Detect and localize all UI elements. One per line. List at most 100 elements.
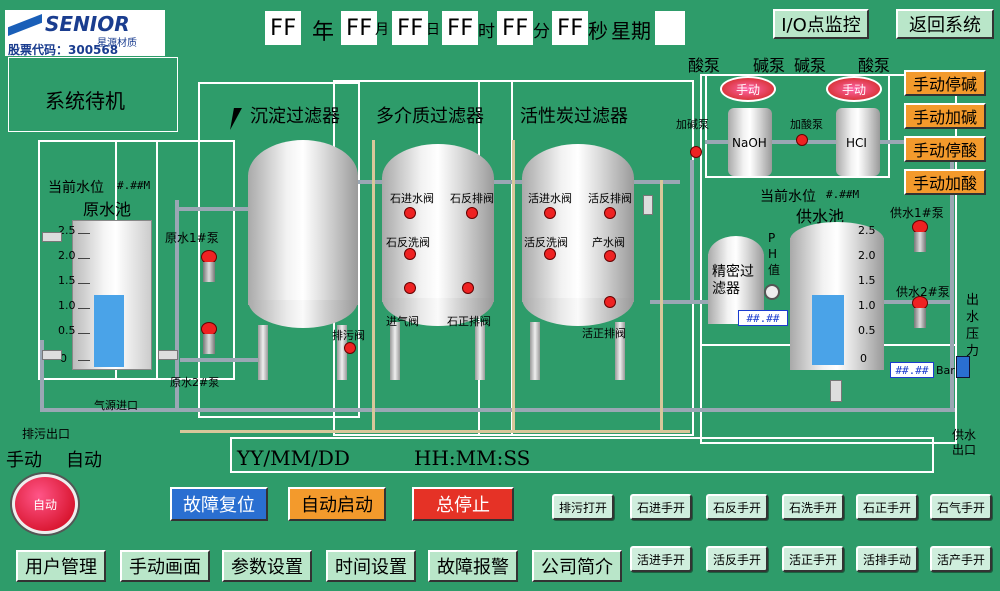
base-manual-badge[interactable]: 手动: [720, 76, 776, 102]
supply-pump2[interactable]: [910, 296, 930, 330]
manual-carbon-back-button[interactable]: 活反手开: [706, 546, 768, 572]
stone-back-valve[interactable]: [466, 207, 478, 219]
supply-tank-water: [812, 295, 844, 365]
manual-carbon-pos-button[interactable]: 活正手开: [782, 546, 844, 572]
nav-user-management[interactable]: 用户管理: [16, 550, 106, 582]
back-to-system-button[interactable]: 返回系统: [896, 9, 994, 39]
manual-drain-open-button[interactable]: 排污打开: [552, 494, 614, 520]
minute-field: FF: [497, 11, 533, 45]
outlet-pressure-value: ##.##: [890, 362, 934, 378]
manual-stone-back-button[interactable]: 石反手开: [706, 494, 768, 520]
carbon-wash-valve-label: 活反洗阀: [524, 236, 568, 249]
day-label: 日: [426, 22, 440, 38]
supply-scale-15: 1.5: [858, 274, 876, 287]
footer-datetime-frame: [230, 437, 934, 473]
manual-carbon-drain-button[interactable]: 活排手动: [856, 546, 918, 572]
acid-add-pump[interactable]: [796, 134, 808, 146]
sediment-frame: [198, 82, 360, 418]
acid-add-pump-label: 加酸泵: [790, 118, 823, 131]
carbon-wash-valve[interactable]: [544, 248, 556, 260]
raw-pump1-label: 原水1#泵: [165, 231, 219, 245]
drain-valve-label: 排污阀: [332, 329, 365, 342]
drain-valve[interactable]: [344, 342, 356, 354]
supply-pump1-label: 供水1#泵: [890, 206, 944, 220]
manual-stone-wash-button[interactable]: 石洗手开: [782, 494, 844, 520]
supply-level-label: 当前水位: [760, 189, 816, 205]
nav-manual-screen[interactable]: 手动画面: [120, 550, 210, 582]
auto-start-button[interactable]: 自动启动: [288, 487, 386, 521]
year-label: 年: [312, 20, 335, 45]
product-valve[interactable]: [604, 250, 616, 262]
carbon-in-valve[interactable]: [544, 207, 556, 219]
drain-outlet-label: 排污出口: [22, 427, 71, 441]
scale-tick: [78, 360, 90, 361]
base-add-pump[interactable]: [690, 146, 702, 158]
acid-badge-text: 手动: [841, 82, 866, 97]
base-pump-top-label: 碱泵: [753, 56, 786, 75]
carbon-back-valve[interactable]: [604, 207, 616, 219]
supply-pump1[interactable]: [910, 220, 930, 254]
hcl-label: HCI: [846, 136, 867, 150]
stop-all-button[interactable]: 总停止: [412, 487, 514, 521]
pipe: [40, 340, 44, 410]
tan-pipe: [180, 430, 690, 433]
logo-cn: 星源材质: [97, 38, 137, 49]
scale-tick: [78, 283, 90, 284]
acid-manual-badge[interactable]: 手动: [826, 76, 882, 102]
manual-add-base-button[interactable]: 手动加碱: [904, 103, 986, 129]
manual-carbon-in-button[interactable]: 活进手开: [630, 546, 692, 572]
nav-company-profile[interactable]: 公司简介: [532, 550, 622, 582]
pipe: [180, 358, 260, 362]
product-valve-label: 产水阀: [592, 236, 625, 249]
pressure-unit: Bar: [936, 364, 955, 377]
manual-stone-in-button[interactable]: 石进手开: [630, 494, 692, 520]
hour-label: 时: [478, 22, 495, 42]
fault-reset-button[interactable]: 故障复位: [170, 487, 268, 521]
supply-scale-0: 0: [860, 352, 867, 365]
raw-scale-10: 1.0: [58, 299, 76, 312]
scale-tick: [78, 258, 90, 259]
supply-tank-name: 供水池: [796, 207, 845, 226]
pipe: [175, 207, 255, 211]
manual-stone-pos-button[interactable]: 石正手开: [856, 494, 918, 520]
carbon-pos-valve[interactable]: [604, 296, 616, 308]
minute-label: 分: [533, 22, 550, 42]
tank-leg: [475, 322, 485, 380]
hour-field: FF: [442, 11, 478, 45]
scale-tick: [78, 308, 90, 309]
sediment-filter-title: 沉淀过滤器: [250, 106, 340, 127]
ph-label: P H 值: [768, 231, 781, 277]
stone-pos-valve[interactable]: [462, 282, 474, 294]
stone-mid-valve[interactable]: [404, 282, 416, 294]
stone-wash-valve[interactable]: [404, 248, 416, 260]
nav-fault-alarm[interactable]: 故障报警: [428, 550, 518, 582]
tank-leg: [337, 325, 347, 380]
supply-drain-valve-icon: [830, 380, 842, 402]
tan-pipe: [372, 140, 375, 430]
weekday-field: [655, 11, 685, 45]
outlet-pressure-label: 出水压力: [966, 293, 980, 359]
air-inlet-label: 气源进口: [94, 399, 138, 412]
manual-stone-air-button[interactable]: 石气手开: [930, 494, 992, 520]
raw-pump2[interactable]: [199, 322, 219, 356]
raw-scale-20: 2.0: [58, 249, 76, 262]
naoh-label: NaOH: [732, 136, 767, 150]
carbon-pos-valve-label: 活正排阀: [582, 327, 626, 340]
nav-time-settings[interactable]: 时间设置: [326, 550, 416, 582]
raw-pump1[interactable]: [199, 250, 219, 284]
tan-pipe: [512, 140, 515, 430]
manual-add-acid-button[interactable]: 手动加酸: [904, 169, 986, 195]
carbon-filter-title: 活性炭过滤器: [520, 106, 628, 127]
acid-pump-top-label: 酸泵: [688, 56, 721, 75]
second-field: FF: [552, 11, 588, 45]
stone-in-valve[interactable]: [404, 207, 416, 219]
second-label: 秒: [588, 19, 608, 43]
manual-carbon-product-button[interactable]: 活产手开: [930, 546, 992, 572]
nav-parameter-settings[interactable]: 参数设置: [222, 550, 312, 582]
io-monitor-button[interactable]: I/O点监控: [773, 9, 869, 39]
mode-knob[interactable]: 自动: [12, 474, 78, 534]
status-box: [8, 57, 178, 132]
inlet-valve-icon: [42, 232, 62, 242]
manual-stop-base-button[interactable]: 手动停碱: [904, 70, 986, 96]
manual-stop-acid-button[interactable]: 手动停酸: [904, 136, 986, 162]
